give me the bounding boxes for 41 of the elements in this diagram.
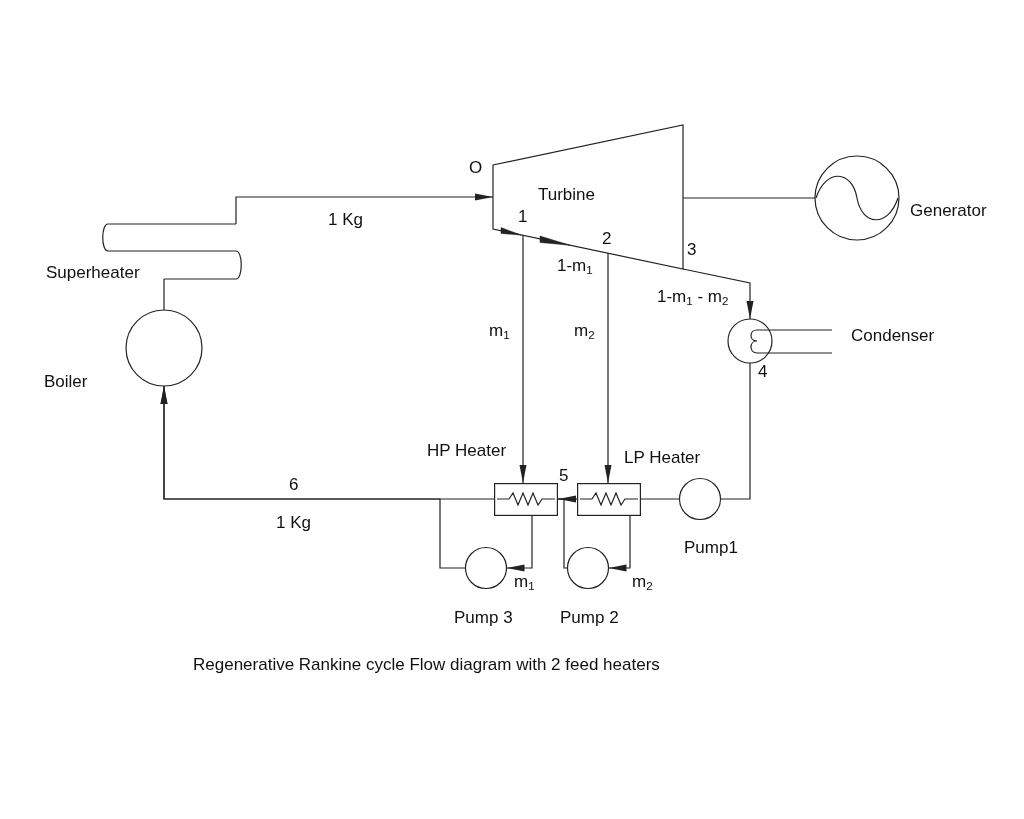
flow-arrow bbox=[604, 252, 612, 484]
feed-heater-symbol bbox=[577, 483, 641, 516]
component-label: Boiler bbox=[44, 372, 88, 392]
state-point-label: O bbox=[469, 158, 483, 178]
boiler-symbol bbox=[125, 309, 203, 387]
caption: Regenerative Rankine cycle Flow diagram with 2 feed heaters bbox=[193, 655, 660, 675]
condenser-symbol bbox=[727, 318, 833, 364]
edge-label: m$_{2}$ bbox=[632, 572, 653, 592]
component-label: Pump1 bbox=[684, 538, 738, 558]
edge-label: m$_{1}$ bbox=[489, 321, 510, 341]
flow-arrow bbox=[235, 193, 494, 225]
state-point-label: 5 bbox=[559, 466, 569, 486]
edge-label: m$_{1}$ bbox=[514, 572, 535, 592]
feed-heater-symbol bbox=[494, 483, 558, 516]
component-label: Pump 2 bbox=[560, 608, 619, 628]
state-point-label: 2 bbox=[602, 229, 612, 249]
edge-label: 1 Kg bbox=[328, 210, 363, 230]
pipe-line bbox=[163, 278, 165, 311]
state-point-label: 1 bbox=[518, 207, 528, 227]
generator-symbol bbox=[814, 155, 900, 241]
component-label: Generator bbox=[910, 201, 987, 221]
component-label: Condenser bbox=[851, 326, 935, 346]
state-point-label: 3 bbox=[687, 240, 697, 260]
component-label: Pump 3 bbox=[454, 608, 513, 628]
flow-arrow bbox=[682, 268, 754, 320]
state-point-label: 4 bbox=[758, 362, 768, 382]
edge-label: 1 Kg bbox=[276, 513, 311, 533]
component-label: LP Heater bbox=[624, 448, 701, 468]
flow-arrow bbox=[557, 495, 576, 569]
component-label: Turbine bbox=[538, 185, 595, 205]
edge-label: m$_{2}$ bbox=[574, 321, 595, 341]
pipe-line bbox=[682, 197, 816, 199]
pump-symbol bbox=[465, 547, 507, 589]
state-point-label: 6 bbox=[289, 475, 299, 495]
pump-symbol bbox=[679, 478, 721, 520]
component-label: HP Heater bbox=[427, 441, 507, 461]
flow-arrow bbox=[519, 234, 527, 484]
edge-label: 1-m$_{1}$ - m$_{2}$ bbox=[657, 287, 729, 307]
component-label: Superheater bbox=[46, 263, 140, 283]
pump-symbol bbox=[567, 547, 609, 589]
flow-fraction-label: 1-m$_{1}$ bbox=[557, 256, 593, 276]
